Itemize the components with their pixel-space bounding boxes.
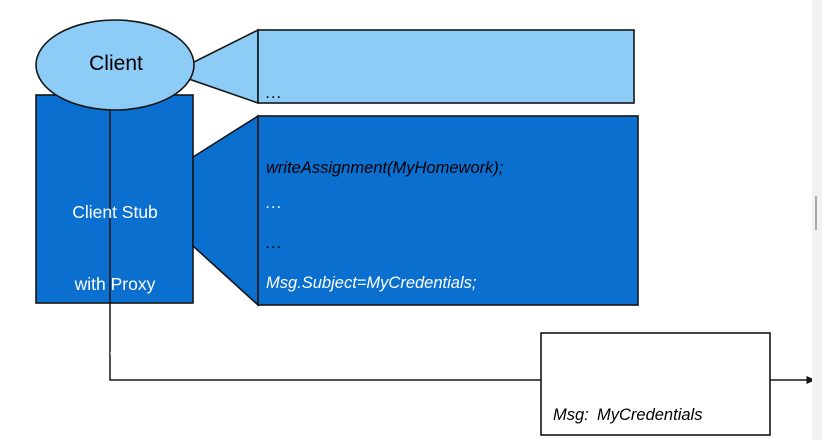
client-ellipse[interactable] xyxy=(35,19,195,111)
client-stub-cylinder-body[interactable] xyxy=(35,94,194,304)
slide-edge-tick xyxy=(815,196,817,230)
slide-right-margin xyxy=(812,0,822,440)
application-code-callout-box[interactable] xyxy=(257,29,635,104)
message-box[interactable] xyxy=(540,332,771,436)
stub-code-callout-box[interactable] xyxy=(257,115,639,306)
stub-callout-tail xyxy=(192,114,259,307)
application-callout-tail xyxy=(185,28,259,105)
